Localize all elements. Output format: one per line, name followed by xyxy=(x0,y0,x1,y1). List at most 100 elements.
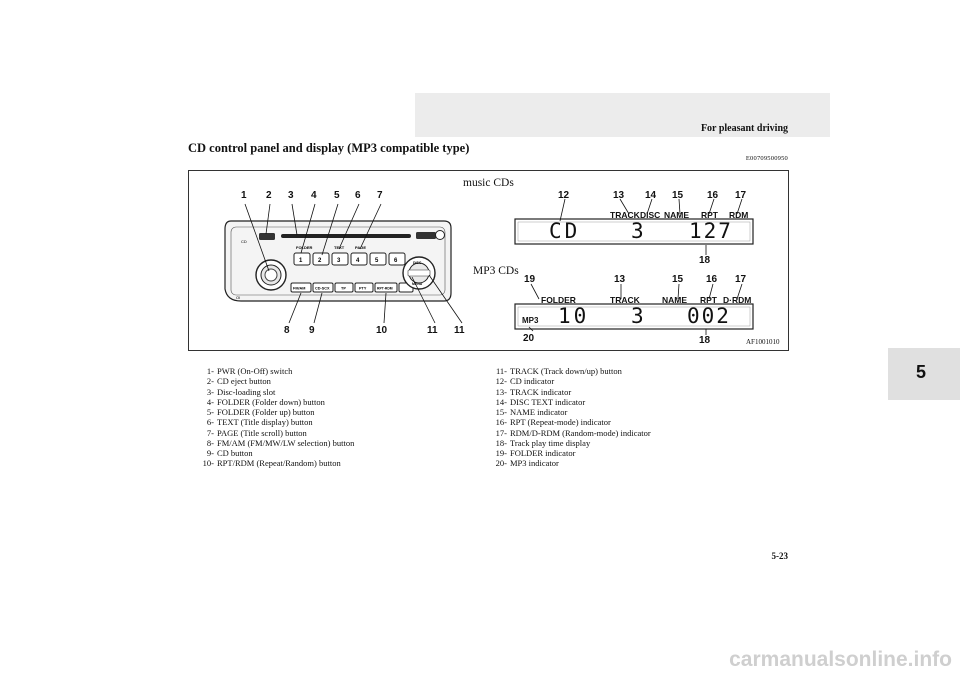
figure-frame: music CDs MP3 CDs AF1001010 CD FOLDER TE… xyxy=(188,170,789,351)
svg-text:PTY: PTY xyxy=(359,287,367,291)
callout-6: 6 xyxy=(355,190,361,201)
watermark: carmanualsonline.info xyxy=(729,648,952,671)
track-knob[interactable]: DISC MENU xyxy=(402,256,436,290)
callout-16-mp3: 16 xyxy=(706,274,718,285)
svg-text:1: 1 xyxy=(299,258,303,264)
svg-text:3: 3 xyxy=(337,258,341,264)
music-cds-label: music CDs xyxy=(463,177,514,189)
svg-text:4: 4 xyxy=(356,258,360,264)
legend-right: 11-TRACK (Track down/up) button 12-CD in… xyxy=(483,366,651,469)
small-knob[interactable] xyxy=(435,230,445,240)
svg-text:TP: TP xyxy=(341,287,346,291)
folder-label: FOLDER xyxy=(296,245,313,250)
mode-button[interactable] xyxy=(416,232,436,239)
disc-indicator: DISC xyxy=(640,210,661,220)
track-indicator: TRACK xyxy=(610,210,640,220)
d-rdm-indicator: D·RDM xyxy=(723,295,752,305)
callout-20: 20 xyxy=(523,333,535,344)
function-buttons[interactable]: FM/AM CD-SCX TP PTY RPT·RDM xyxy=(290,282,414,293)
callout-11-a: 11 xyxy=(427,325,438,336)
callout-10: 10 xyxy=(376,325,388,336)
callout-4: 4 xyxy=(311,190,317,201)
legend-item: 1-PWR (On-Off) switch xyxy=(206,366,293,376)
time-seg-readout: 127 xyxy=(689,219,733,243)
radio-unit: CD FOLDER TEXT PAGE 1 2 3 4 5 6 FM/AM CD… xyxy=(224,220,452,302)
track-seg-readout: 3 xyxy=(631,219,644,243)
track-indicator-mp3: TRACK xyxy=(610,295,640,305)
legend-item: 16-RPT (Repeat-mode) indicator xyxy=(495,417,611,428)
callout-17: 17 xyxy=(735,190,747,201)
music-cd-display xyxy=(514,198,754,255)
callout-1: 1 xyxy=(241,190,247,201)
legend-item: 15-NAME indicator xyxy=(495,407,568,417)
legend-item: 18-Track play time display xyxy=(495,437,591,448)
callout-15: 15 xyxy=(672,190,684,201)
legend-item: 7-PAGE (Title scroll) button xyxy=(206,427,307,438)
cd-eject-button[interactable] xyxy=(259,233,275,240)
callout-14: 14 xyxy=(645,190,657,201)
preset-buttons[interactable]: 1 2 3 4 5 6 xyxy=(293,252,406,266)
cd-seg-readout: CD xyxy=(549,219,581,243)
disc-loading-slot[interactable] xyxy=(281,234,411,238)
svg-text:2: 2 xyxy=(318,258,322,264)
legend-item: 5-FOLDER (Folder up) button xyxy=(206,407,315,417)
legend-item: 19-FOLDER indicator xyxy=(495,448,576,458)
legend-item: 6-TEXT (Title display) button xyxy=(206,417,313,428)
running-head: For pleasant driving xyxy=(700,123,788,134)
callout-15-mp3: 15 xyxy=(672,274,684,285)
callout-19: 19 xyxy=(524,274,536,285)
callout-18: 18 xyxy=(699,255,711,266)
callout-16: 16 xyxy=(707,190,719,201)
figure-id: AF1001010 xyxy=(746,338,780,346)
legend-item: 11-TRACK (Track down/up) button xyxy=(495,366,622,376)
document-code: E00709500950 xyxy=(745,155,788,162)
legend-item: 12-CD indicator xyxy=(495,376,555,387)
callout-3: 3 xyxy=(288,190,294,201)
callout-5: 5 xyxy=(334,190,340,201)
legend-item: 14-DISC TEXT indicator xyxy=(495,396,586,407)
rpt-indicator-mp3: RPT xyxy=(700,295,717,305)
svg-text:6: 6 xyxy=(394,258,398,264)
rdm-indicator: RDM xyxy=(729,210,749,220)
legend-item: 13-TRACK indicator xyxy=(495,386,572,397)
pwr-knob[interactable] xyxy=(255,259,287,291)
legend-item: 4-FOLDER (Folder down) button xyxy=(206,396,325,407)
rpt-indicator: RPT xyxy=(701,210,718,220)
chapter-tab: 5 xyxy=(888,348,960,400)
mp3-indicator: MP3 xyxy=(522,316,539,325)
radio-leaders xyxy=(244,203,463,324)
callout-8: 8 xyxy=(284,325,290,336)
section-title: CD control panel and display (MP3 compat… xyxy=(188,141,470,155)
time-seg-readout-mp3: 002 xyxy=(687,304,731,328)
callout-18-mp3: 18 xyxy=(699,335,711,346)
legend-left: 1-PWR (On-Off) switch 2-CD eject button … xyxy=(190,366,355,469)
svg-text:CD-SCX: CD-SCX xyxy=(315,287,330,291)
svg-text:FM/AM: FM/AM xyxy=(293,287,305,291)
legend-item: 17-RDM/D-RDM (Random-mode) indicator xyxy=(495,427,651,438)
svg-text:MENU: MENU xyxy=(412,282,423,286)
figure-illustration: CD FOLDER TEXT PAGE 1 2 3 4 5 6 FM/AM CD… xyxy=(224,198,754,335)
legend-item: 10-RPT/RDM (Repeat/Random) button xyxy=(202,458,341,469)
callout-17-mp3: 17 xyxy=(735,274,747,285)
track-seg-readout-mp3: 3 xyxy=(631,304,644,328)
callout-12: 12 xyxy=(558,190,570,201)
callout-11-b: 11 xyxy=(454,325,465,336)
callout-9: 9 xyxy=(309,325,315,336)
mp3-cd-display xyxy=(514,283,754,335)
svg-text:CD: CD xyxy=(241,239,247,244)
callout-13-mp3: 13 xyxy=(614,274,626,285)
legend-item: 9-CD button xyxy=(206,448,253,458)
page-number: 5-23 xyxy=(771,551,789,561)
folder-indicator: FOLDER xyxy=(541,295,576,305)
callout-7: 7 xyxy=(377,190,383,201)
name-indicator-mp3: NAME xyxy=(662,295,688,305)
chapter-number: 5 xyxy=(916,362,927,382)
legend-item: 20-MP3 indicator xyxy=(495,458,559,469)
callout-2: 2 xyxy=(266,190,272,201)
legend-item: 8-FM/AM (FM/MW/LW selection) button xyxy=(206,437,355,448)
mp3-cds-label: MP3 CDs xyxy=(473,265,519,277)
name-indicator: NAME xyxy=(664,210,690,220)
svg-text:5: 5 xyxy=(375,258,379,264)
callout-13: 13 xyxy=(613,190,625,201)
legend-item: 2-CD eject button xyxy=(206,376,271,387)
